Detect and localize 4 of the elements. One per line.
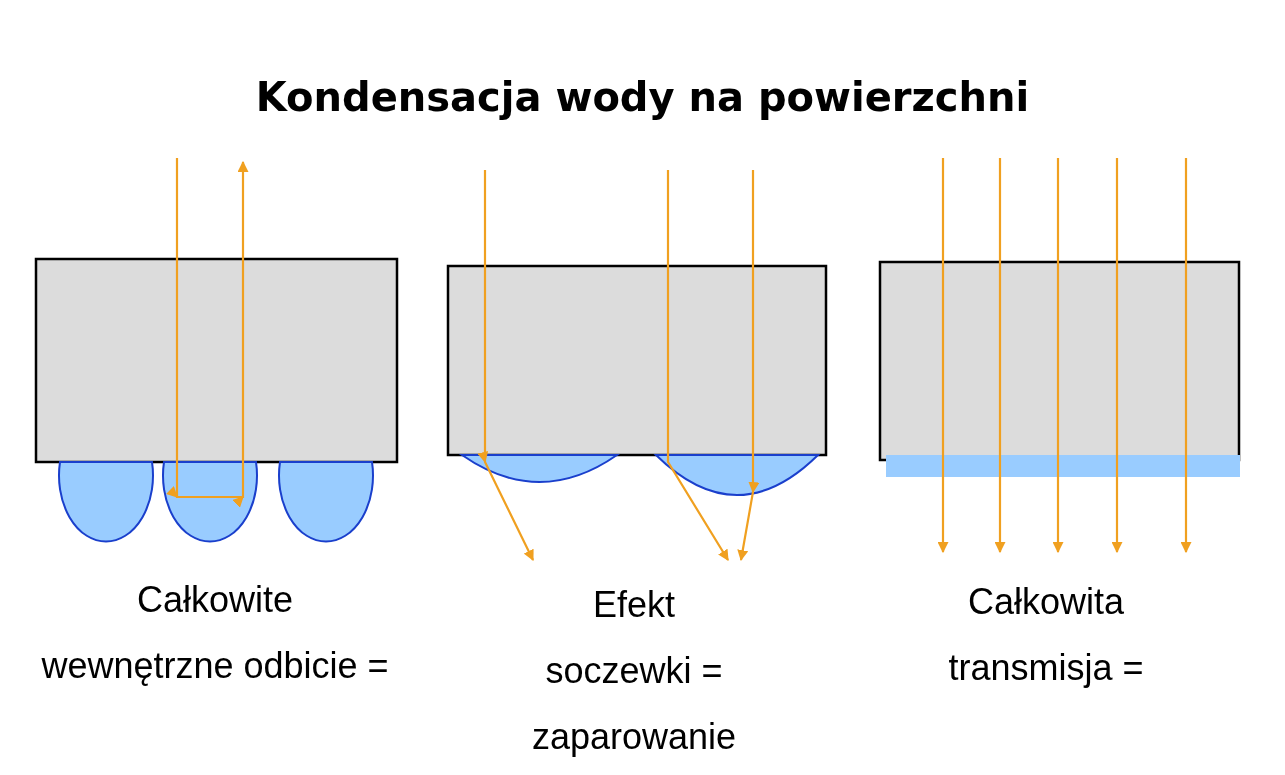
- caption-text: Całkowite wewnętrzne odbicie =: [40, 578, 390, 688]
- caption-text: Całkowita transmisja =: [947, 580, 1145, 690]
- caption-text: Efekt soczewki = zaparowanie: [530, 583, 738, 759]
- diagram-title: Kondensacja wody na powierzchni: [254, 74, 1031, 120]
